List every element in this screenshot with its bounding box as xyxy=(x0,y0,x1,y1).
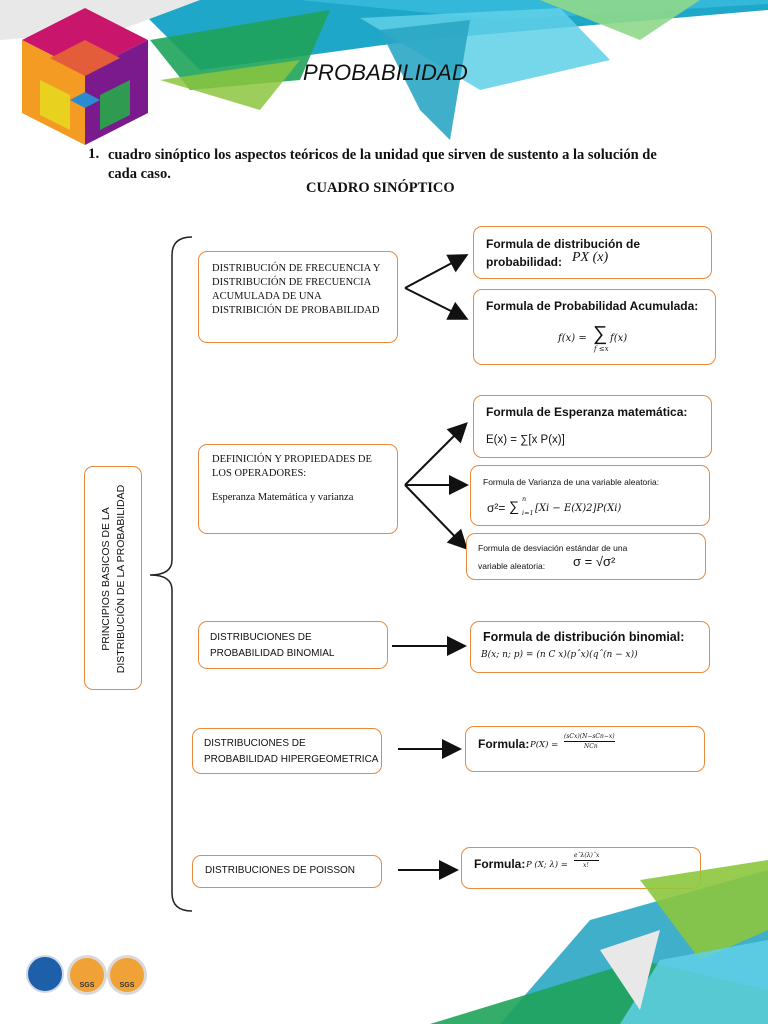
formula-desviacion-box: Formula de desviación estándar de una va… xyxy=(466,533,706,580)
topic-binomial-label: DISTRIBUCIONES DE PROBABILIDAD BINOMIAL xyxy=(210,632,335,659)
formula-esperanza-expr: E(x) = ∑[x P(x)] xyxy=(486,434,565,446)
formula-poisson-box: Formula: P (X; λ) = eˆλ(λ)ˆx x! xyxy=(461,847,701,889)
formula-poisson-lhs: P (X; λ) = xyxy=(526,860,568,870)
formula-desviacion-title: Formula de desviación estándar de una xyxy=(478,543,628,553)
formula-poisson-den: x! xyxy=(583,862,589,869)
topic-operadores-sub: Esperanza Matemática y varianza xyxy=(212,492,354,503)
formula-acumulada-sub: f ≤x xyxy=(594,345,609,353)
topic-frecuencia-box: DISTRIBUCIÓN DE FRECUENCIA Y DISTRIBUCIÓ… xyxy=(198,251,398,343)
page-title: PROBABILIDAD xyxy=(303,60,469,85)
formula-poisson-num: eˆλ(λ)ˆx xyxy=(574,852,600,861)
logo-cube-icon xyxy=(22,8,148,145)
topic-operadores-box: DEFINICIÓN Y PROPIEDADES DE LOS OPERADOR… xyxy=(198,444,398,534)
formula-varianza-sum: ∑ xyxy=(509,498,519,514)
topic-operadores-title: DEFINICIÓN Y PROPIEDADES DE LOS OPERADOR… xyxy=(212,454,372,479)
question-text: cuadro sinóptico los aspectos teóricos d… xyxy=(108,147,657,182)
formula-acumulada-sum: ∑ xyxy=(593,323,608,345)
formula-hiper-num: (sCx)(N−sCn−x) xyxy=(564,733,615,742)
formula-varianza-lhs: σ²= xyxy=(487,501,506,515)
formula-binomial-title: Formula de distribución binomial: xyxy=(483,630,685,644)
formula-binomial-box: Formula de distribución binomial: B(x; n… xyxy=(470,621,710,673)
formula-hiper-box: Formula: P(X) = (sCx)(N−sCn−x) NCn xyxy=(465,726,705,772)
formula-esperanza-box: Formula de Esperanza matemática: E(x) = … xyxy=(473,395,712,458)
institution-logo-icon xyxy=(26,955,64,993)
certification-badge-2-text: SGS xyxy=(119,982,135,989)
formula-distribucion-title: Formula de distribución de xyxy=(486,237,641,251)
formula-acumulada-title: Formula de Probabilidad Acumulada: xyxy=(486,299,699,313)
formula-varianza-bottom: i=1 xyxy=(522,509,534,517)
formula-hiper-label: Formula: xyxy=(478,737,530,751)
topic-poisson-box: DISTRIBUCIONES DE POISSON xyxy=(192,855,382,888)
formula-distribucion-expr: PX (x) xyxy=(572,250,609,265)
formula-esperanza-title: Formula de Esperanza matemática: xyxy=(486,405,688,419)
certification-badge-1-text: SGS xyxy=(79,982,95,989)
section-title: CUADRO SINÓPTICO xyxy=(306,180,455,196)
formula-acumulada-box: Formula de Probabilidad Acumulada: f(x) … xyxy=(473,289,716,365)
topic-hiper-label: DISTRIBUCIONES DE PROBABILIDAD HIPERGEOM… xyxy=(204,738,379,765)
topic-poisson-label: DISTRIBUCIONES DE POISSON xyxy=(205,865,356,876)
formula-hiper-den: NCn xyxy=(584,743,598,750)
formula-varianza-box: Formula de Varianza de una variable alea… xyxy=(470,465,710,526)
certification-badge-2-icon: SGS xyxy=(107,955,147,995)
formula-varianza-top: n xyxy=(522,495,527,503)
formula-binomial-expr: B(x; n; p) = (n C x)(pˆx)(qˆ(n − x)) xyxy=(481,650,638,660)
formula-desviacion-title2: variable aleatoria: xyxy=(478,561,546,571)
question-number: 1. xyxy=(88,146,100,162)
topic-binomial-box: DISTRIBUCIONES DE PROBABILIDAD BINOMIAL xyxy=(198,621,388,669)
root-concept-box: PRINCIPIOS BASICOS DE LA DISTRIBUCIÓN DE… xyxy=(84,466,142,690)
formula-poisson-label: Formula: xyxy=(474,857,526,871)
topic-frecuencia-label: DISTRIBUCIÓN DE FRECUENCIA Y DISTRIBUCIÓ… xyxy=(212,263,381,316)
formula-hiper-lhs: P(X) = xyxy=(530,740,559,750)
formula-desviacion-expr: σ = √σ² xyxy=(573,554,616,569)
formula-acumulada-lhs: f(x) = xyxy=(558,333,587,344)
formula-distribucion-title2: probabilidad: xyxy=(486,255,562,269)
certification-badge-1-icon: SGS xyxy=(67,955,107,995)
formula-acumulada-rhs: f(x) xyxy=(610,333,628,344)
topic-hiper-box: DISTRIBUCIONES DE PROBABILIDAD HIPERGEOM… xyxy=(192,728,382,774)
formula-varianza-title: Formula de Varianza de una variable alea… xyxy=(483,477,660,487)
formula-varianza-rhs: [Xi − E(X)2]P(Xi) xyxy=(535,503,622,514)
formula-distribucion-box: Formula de distribución de probabilidad:… xyxy=(473,226,712,279)
header-banner-graphic xyxy=(0,0,768,140)
